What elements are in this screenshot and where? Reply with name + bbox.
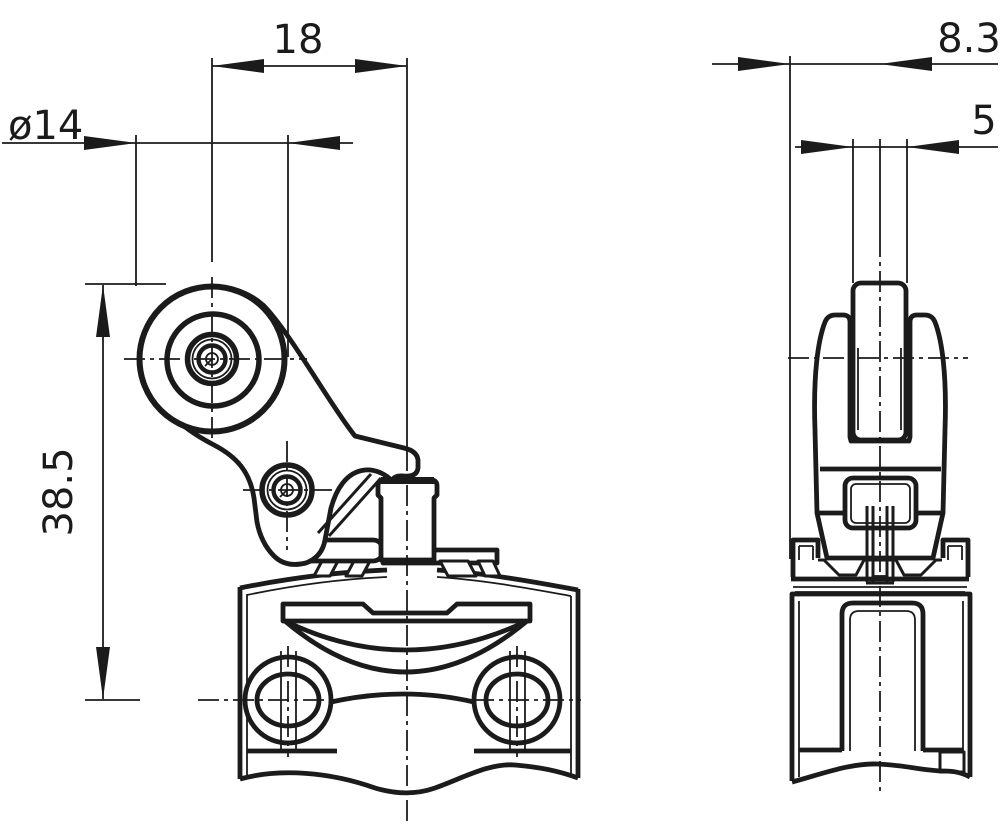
dim14-label: ø14 — [8, 103, 83, 149]
mounting-hole-left-bore-lines — [280, 651, 297, 751]
front-crescent-upper — [283, 618, 529, 653]
dim18-label: 18 — [273, 17, 324, 63]
cap-tab-right — [940, 537, 971, 577]
hole-bridge-curve — [330, 691, 475, 705]
pivot-center-tick — [279, 489, 288, 498]
front-view: 18 ø14 38.5 — [2, 17, 581, 821]
body-top-dome-right-inner — [436, 576, 572, 597]
dim5-arrowhead-left — [801, 140, 853, 154]
dim385-arrowhead-top — [96, 285, 110, 337]
side-bottom-break-line — [791, 761, 972, 785]
mounting-hole-right-bore-lines — [509, 651, 526, 751]
front-slot-band — [280, 601, 533, 624]
flange-foot-4 — [476, 559, 502, 578]
cap-tab-left — [790, 537, 821, 577]
flange-foot-3 — [438, 559, 478, 578]
side-view: 8.3 5 — [712, 16, 1000, 791]
body-bottom-break-line — [239, 762, 579, 796]
dim18-arrowhead-right — [355, 59, 407, 73]
dim5-arrowhead-right — [907, 140, 959, 154]
side-lever-hub — [817, 475, 943, 585]
dim83-arrowhead-right — [880, 57, 932, 71]
side-body-outline — [789, 591, 973, 781]
dim5-label: 5 — [971, 98, 996, 144]
front-crescent-lower — [283, 619, 529, 675]
dimension-roller-diameter: ø14 — [2, 103, 353, 357]
dim14-extension-lines — [135, 135, 289, 357]
dimension-8-3: 8.3 — [712, 16, 1000, 559]
body-top-dome-left — [239, 567, 388, 591]
dim14-arrowhead-right — [288, 136, 340, 150]
lever-front-edge-lines — [316, 472, 383, 538]
dim14-arrowhead-left — [84, 136, 136, 150]
front-roller-lever — [136, 283, 421, 567]
dim18-extension-lines — [211, 58, 408, 450]
axle-center-tick — [204, 358, 213, 367]
side-body — [789, 591, 973, 785]
dim385-label: 38.5 — [36, 447, 82, 536]
roller-inner — [164, 311, 262, 409]
side-channel-outer — [839, 600, 926, 751]
front-centerlines — [124, 277, 581, 821]
front-head-assembly — [297, 477, 502, 578]
side-centerlines — [788, 236, 968, 791]
dimension-5: 5 — [795, 98, 998, 283]
cap-tab-left-inner — [798, 545, 814, 560]
dim83-label: 8.3 — [937, 16, 1000, 62]
dim385-arrowhead-bottom — [96, 647, 110, 699]
clamp-bolt-lines — [865, 506, 895, 585]
dimension-38-5: 38.5 — [36, 283, 166, 701]
side-roller-inner-lines — [857, 348, 902, 430]
dim18-arrowhead-left — [212, 59, 264, 73]
dim5-extension-lines — [852, 139, 908, 283]
dimension-18: 18 — [211, 17, 408, 450]
cap-tab-right-inner — [947, 545, 963, 560]
side-channel-inner — [849, 610, 916, 751]
dim385-extension-lines — [85, 283, 166, 701]
dim83-arrowhead-left — [738, 57, 790, 71]
front-switch-body — [237, 567, 581, 796]
body-top-dome-left-inner — [246, 576, 388, 596]
